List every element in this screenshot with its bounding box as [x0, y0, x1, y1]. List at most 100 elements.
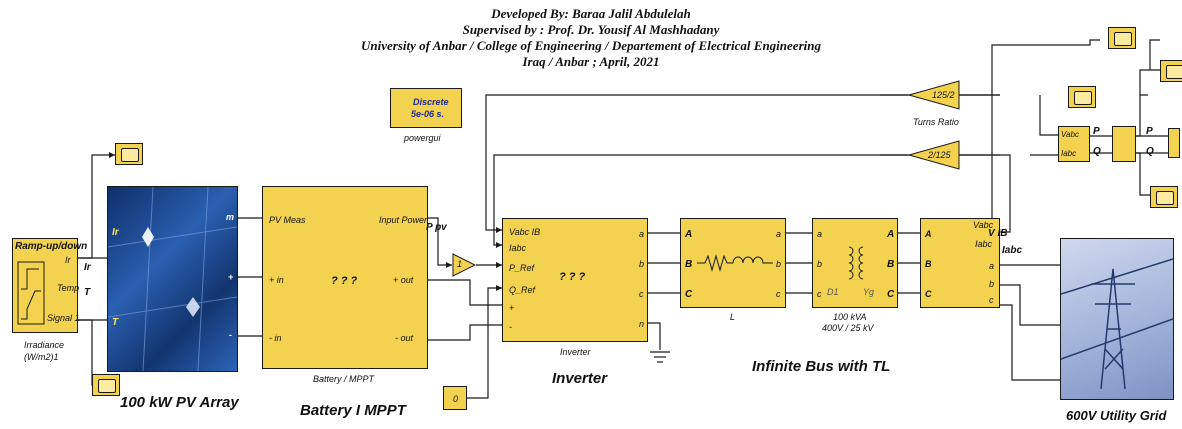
meas-vib-label: V IB	[988, 228, 1008, 239]
meas-out-a: a	[989, 261, 995, 271]
transformer-coil-icon	[848, 246, 864, 280]
pv-port-plus: +	[228, 272, 234, 282]
pv-port-minus: -	[229, 330, 232, 340]
powergui-discrete: Discrete	[413, 97, 449, 107]
inv-ratio-value: 2/125	[928, 150, 951, 160]
transformer-label-2: 400V / 25 kV	[822, 323, 874, 333]
battery-pv-meas: PV Meas	[269, 215, 306, 225]
gain-value: 1	[457, 259, 463, 269]
inverter-out-a: a	[639, 229, 645, 239]
inverter-out-b: b	[639, 259, 645, 269]
powergui-block[interactable]: Discrete 5e-06 s.	[390, 88, 462, 128]
inverter-label: Inverter	[560, 347, 591, 357]
rl-icon	[697, 254, 773, 272]
transformer-port-b: b	[817, 259, 823, 269]
inductor-port-c: C	[685, 289, 693, 300]
scope-p2[interactable]	[1068, 86, 1096, 108]
ramp-port-signal: Signal 1	[47, 313, 80, 323]
battery-input-power: Input Power	[379, 215, 428, 225]
ramp-block[interactable]: Ramp-up/down Ir Temp Signal 1	[12, 238, 87, 333]
pq-p: P	[1093, 126, 1100, 137]
battery-center: ? ? ?	[331, 275, 358, 287]
utility-grid-block[interactable]	[1060, 238, 1174, 400]
transformer-block[interactable]: a b c A B C D1 Yg	[812, 218, 898, 308]
inductor-port-a: A	[685, 229, 693, 240]
inductor-port-b: B	[685, 259, 693, 270]
transformer-port-c: c	[817, 289, 822, 299]
pv-label-t: T	[112, 317, 119, 328]
transformer-d1: D1	[827, 287, 839, 297]
ramp-label-2: (W/m2)1	[24, 352, 59, 362]
pv-array-block[interactable]: Ir T m + -	[107, 186, 238, 372]
meas-port-a: A	[925, 229, 932, 239]
meas-out-b: b	[989, 279, 995, 289]
solar-panel-icon	[108, 187, 237, 371]
battery-mppt-block[interactable]: PV Meas Input Power + in + out - in - ou…	[262, 186, 428, 369]
pq-iabc: Iabc	[1061, 149, 1077, 158]
powergui-step: 5e-06 s.	[411, 109, 445, 119]
inverter-caption: Inverter	[552, 370, 608, 387]
transformer-out-c: C	[887, 289, 895, 300]
header-university: University of Anbar / College of Enginee…	[361, 38, 821, 53]
measurement-block[interactable]: Vabc Iabc A B C a b c	[920, 218, 1000, 308]
transformer-out-a: A	[887, 229, 895, 240]
transformer-port-a: a	[817, 229, 823, 239]
ramp-signal-icon	[17, 261, 45, 325]
inverter-port-minus: -	[509, 322, 512, 332]
battery-caption: Battery I MPPT	[300, 402, 406, 419]
wire-label-ir: Ir	[84, 262, 91, 273]
scope-p[interactable]	[1160, 60, 1182, 82]
turns-ratio-gain[interactable]	[908, 80, 960, 110]
meas-vabc: Vabc	[973, 220, 994, 230]
turns-ratio-label: Turns Ratio	[913, 117, 959, 127]
header-location-date: Iraq / Anbar ; April, 2021	[522, 54, 660, 69]
meas-iabc-label: Iabc	[1002, 245, 1023, 256]
constant-block[interactable]: 0	[443, 386, 467, 410]
pv-label-ir: Ir	[112, 227, 119, 238]
battery-minus-out: - out	[395, 333, 414, 343]
meas-port-c: C	[925, 289, 932, 299]
pq-block[interactable]: Vabc Iabc	[1058, 126, 1090, 162]
header-developed-by: Developed By: Baraa Jalil Abdulelah	[491, 6, 691, 21]
header-supervised-by: Supervised by : Prof. Dr. Yousif Al Mash…	[462, 22, 720, 37]
inv-ratio-gain[interactable]	[908, 140, 960, 170]
scope-irradiance[interactable]	[115, 143, 143, 165]
pq-vabc: Vabc	[1061, 130, 1079, 139]
inductor-out-a: a	[776, 229, 782, 239]
inverter-out-c: c	[639, 289, 644, 299]
gain-block[interactable]	[452, 253, 476, 277]
inductor-out-b: b	[776, 259, 782, 269]
inverter-port-vabc-ib: Vabc IB	[509, 227, 541, 237]
inverter-block[interactable]: Vabc IB Iabc P_Ref Q_Ref + - a b c n ? ?…	[502, 218, 648, 342]
inductor-block[interactable]: A B C a b c	[680, 218, 786, 308]
battery-label: Battery / MPPT	[313, 374, 375, 384]
pq-q: Q	[1093, 146, 1101, 157]
constant-value: 0	[453, 394, 459, 404]
pq-out-p: P	[1146, 126, 1153, 137]
scope-q[interactable]	[1150, 186, 1178, 208]
power-tower-icon	[1060, 258, 1174, 390]
infinite-bus-caption: Infinite Bus with TL	[752, 358, 891, 375]
inductor-out-c: c	[776, 289, 781, 299]
inverter-port-plus: +	[509, 303, 515, 313]
pq-demux-block[interactable]	[1112, 126, 1136, 162]
grid-caption: 600V Utility Grid	[1066, 408, 1167, 423]
battery-plus-out: + out	[393, 275, 414, 285]
scope-temp[interactable]	[92, 374, 120, 396]
transformer-label-1: 100 kVA	[833, 312, 867, 322]
pq-terminator-block[interactable]	[1168, 128, 1180, 158]
inverter-out-n: n	[639, 319, 645, 329]
inverter-port-iabc: Iabc	[509, 243, 527, 253]
wire-label-t: T	[84, 287, 91, 298]
ramp-title: Ramp-up/down	[15, 241, 88, 252]
meas-iabc: Iabc	[975, 239, 993, 249]
meas-port-b: B	[925, 259, 932, 269]
pv-caption: 100 kW PV Array	[120, 394, 239, 411]
inverter-port-qref: Q_Ref	[509, 285, 536, 295]
powergui-label: powergui	[404, 133, 441, 143]
turns-ratio-value: 125/2	[932, 90, 955, 100]
scope-vib[interactable]	[1108, 27, 1136, 49]
ppv-label: P pv	[426, 222, 447, 233]
transformer-yg: Yg	[863, 287, 875, 297]
